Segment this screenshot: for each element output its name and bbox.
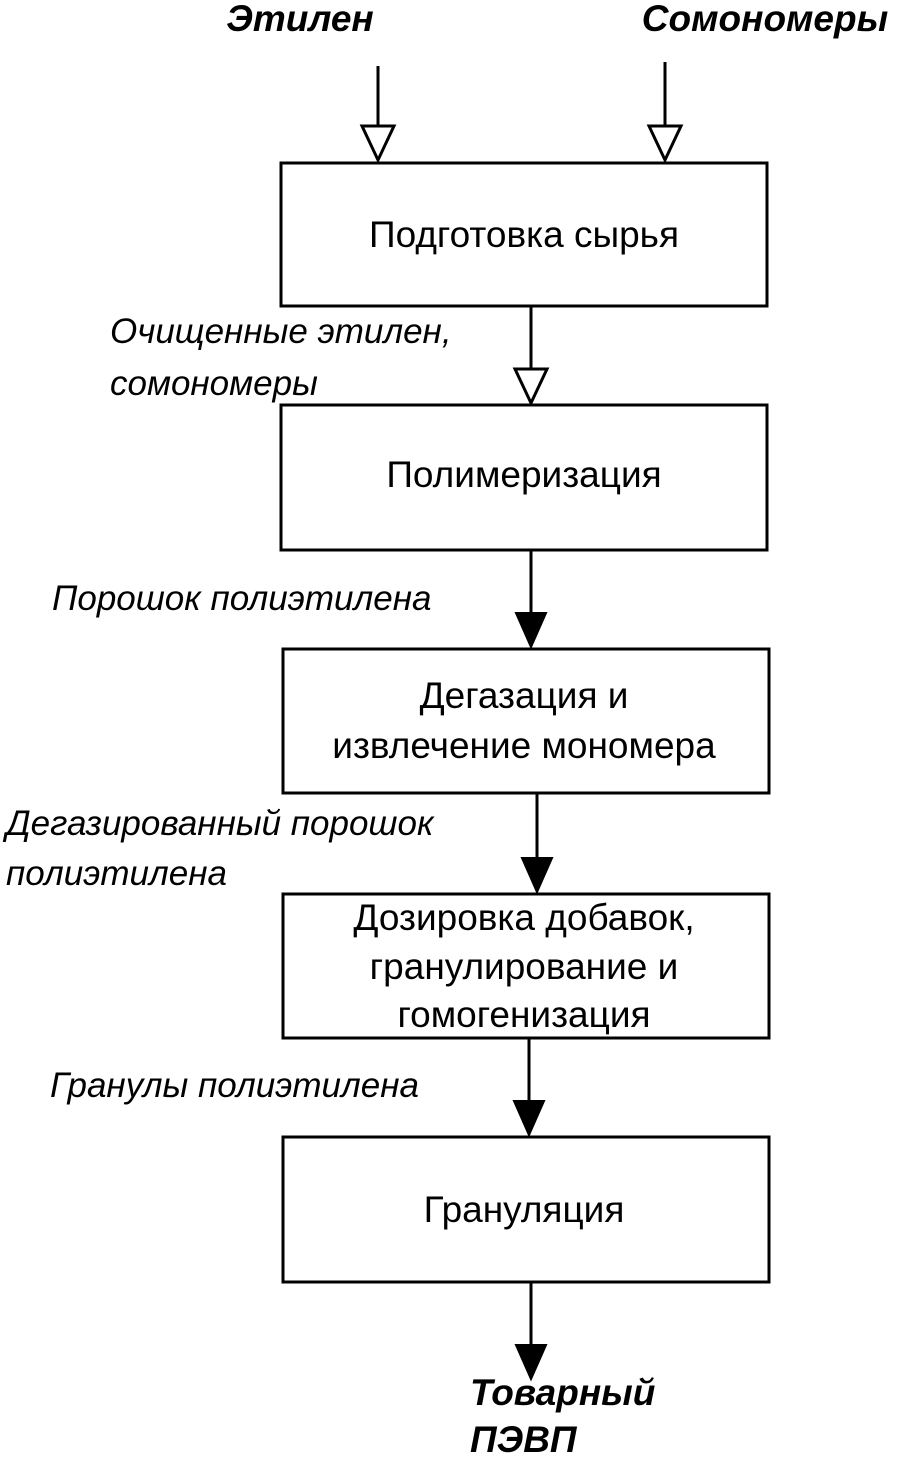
- flow-label-purified-feed-line2: сомономеры: [110, 364, 318, 403]
- arrow-to-degassing: [514, 550, 548, 650]
- step-label: Подготовка сырья: [369, 214, 679, 255]
- input-label-ethylene: Этилен: [226, 0, 374, 39]
- flow-label-degassed-powder-line2: полиэтилена: [6, 854, 227, 893]
- flow-label-polyethylene-granules: Гранулы полиэтилена: [50, 1066, 419, 1105]
- step-label: Грануляция: [424, 1189, 625, 1230]
- output-label-commercial-hdpe: Товарный: [470, 1372, 655, 1413]
- step-label: Полимеризация: [386, 454, 661, 495]
- step-label: Дозировка добавок,: [353, 897, 694, 938]
- step-granulation: Грануляция: [281, 1135, 771, 1284]
- arrow-to-granulation: [512, 1038, 546, 1138]
- flow-label-degassed-powder: Дегазированный порошок: [2, 804, 435, 843]
- step-label-line2: извлечение мономера: [332, 725, 716, 766]
- flow-label-polyethylene-powder: Порошок полиэтилена: [52, 579, 431, 618]
- arrow-to-polymerization: [512, 306, 550, 407]
- step-additive-dosing-granulation-homogenization: Дозировка добавок, гранулирование и гомо…: [281, 892, 771, 1040]
- step-raw-material-preparation: Подготовка сырья: [279, 161, 769, 308]
- step-polymerization: Полимеризация: [279, 403, 769, 552]
- input-label-comonomers: Сомономеры: [642, 0, 888, 39]
- arrow-to-output: [514, 1282, 548, 1382]
- step-degassing-monomer-recovery: Дегазация и извлечение мономера: [281, 647, 771, 795]
- flow-label-purified-feed: Очищенные этилен,: [110, 312, 452, 351]
- arrow-ethylene-in: [359, 66, 397, 164]
- arrow-comonomers-in: [646, 62, 684, 164]
- step-label-line3: гомогенизация: [397, 994, 650, 1035]
- arrow-to-dosing: [520, 793, 554, 895]
- output-label-commercial-hdpe-line2: ПЭВП: [470, 1419, 578, 1459]
- step-label-line2: гранулирование и: [370, 946, 679, 987]
- step-label: Дегазация и: [420, 675, 629, 716]
